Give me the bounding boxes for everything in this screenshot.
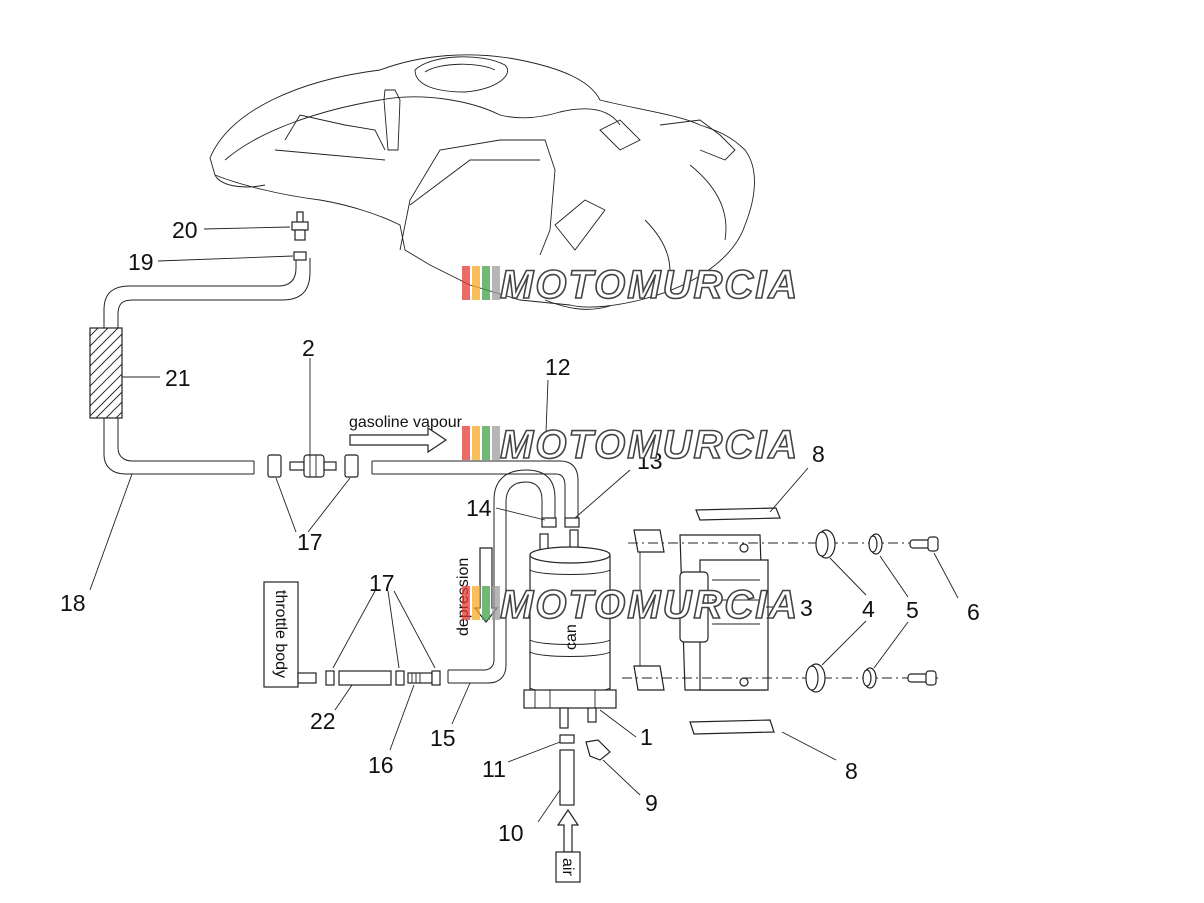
air-arrow [556,808,580,853]
axis-lines [622,542,940,679]
watermark-1: MOTOMURCIA [462,262,799,308]
valve-2 [289,454,337,478]
valve-20 [291,211,309,241]
callout-11: 11 [482,756,506,782]
clamp-13 [564,517,580,528]
air-label: air [559,858,576,876]
fuel-tank-drawing [209,54,755,310]
pipe-10 [559,749,575,806]
clamp-14 [541,517,557,528]
throttle-body-box [263,581,299,688]
plate-8-top [695,507,781,521]
watermark-text: MOTOMURCIA [500,263,799,307]
callout-22: 22 [310,708,336,734]
callout-6: 6 [967,599,980,625]
callout-18: 18 [60,590,86,616]
hose-18-drawing [103,258,311,475]
callout-12: 12 [545,354,571,380]
watermark-2: MOTOMURCIA [462,422,799,468]
callout-5: 5 [906,597,919,623]
callout-20: 20 [172,217,198,243]
bracket-3 [679,534,769,691]
callout-8-top: 8 [812,441,825,467]
callout-17-bottom: 17 [369,570,395,596]
fitting-9 [585,739,611,761]
filter-21 [89,327,123,419]
hose-15-drawing [447,469,556,684]
canister-label: can [563,624,580,650]
callout-2: 2 [302,335,315,361]
hose-12-drawing [371,460,579,518]
clamp-19 [293,251,307,261]
plate-8-bottom [689,719,775,735]
screw-6-top [909,536,939,552]
watermark-3: MOTOMURCIA [462,582,799,628]
grommet-4-top [815,529,836,559]
callout-3: 3 [800,595,813,621]
leader-lines [89,226,959,823]
callout-8-bottom: 8 [845,758,858,784]
gasoline-vapour-arrow [349,426,448,454]
callout-19: 19 [128,249,154,275]
callout-16: 16 [368,752,394,778]
line-22-drawing [297,670,441,686]
callout-15: 15 [430,725,456,751]
watermark-text: MOTOMURCIA [500,583,799,627]
clamp-11 [559,734,575,744]
watermark-text: MOTOMURCIA [500,423,799,467]
clip-top [633,529,665,553]
callout-4: 4 [862,596,875,622]
canister-1 [523,529,617,729]
callout-1: 1 [640,724,653,750]
clamp-17-left [267,454,282,478]
callout-13: 13 [637,448,663,474]
callout-21: 21 [165,365,191,391]
callout-numbers: 1 2 3 4 5 6 8 8 9 10 11 12 13 14 15 16 1… [60,217,980,846]
callout-17-top: 17 [297,529,323,555]
callout-14: 14 [466,495,492,521]
gasoline-vapour-label: gasoline vapour [349,414,463,431]
callout-10: 10 [498,820,524,846]
callout-9: 9 [645,790,658,816]
screw-6-bottom [907,670,937,686]
bushing-5-bottom [862,667,877,689]
air-box [555,851,581,883]
grommet-4-bottom [805,663,826,693]
clamp-17-right [344,454,359,478]
bushing-5-top [868,533,883,555]
throttle-body-label: throttle body [272,590,289,678]
